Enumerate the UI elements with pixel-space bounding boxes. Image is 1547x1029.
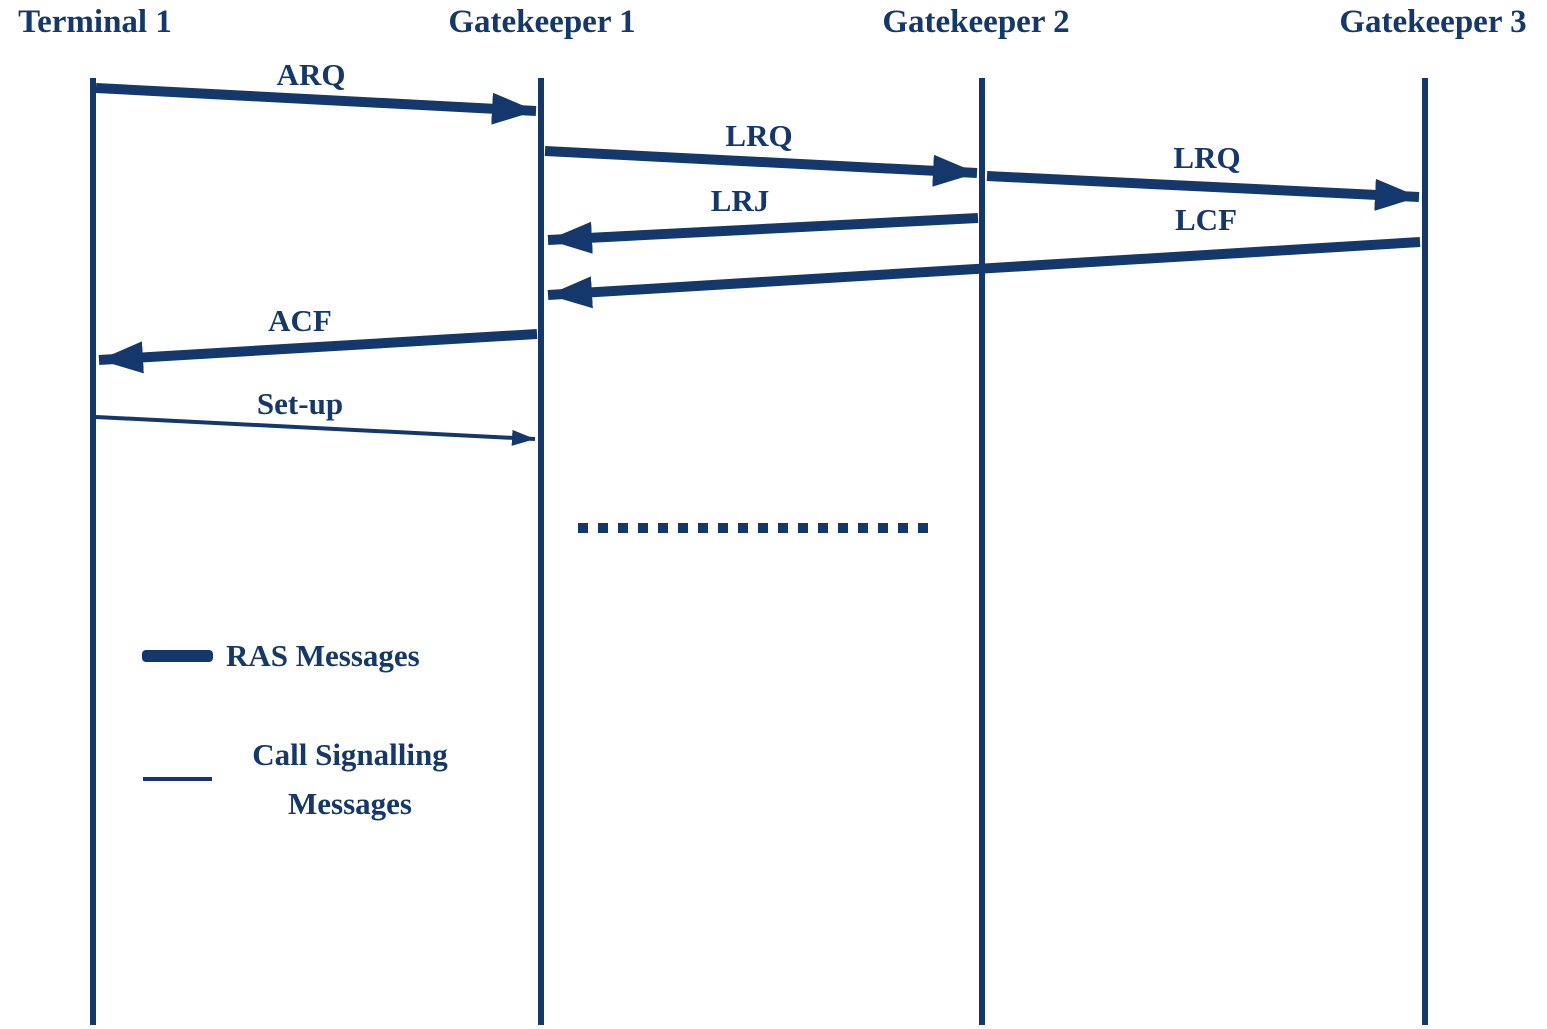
lifeline-label-gatekeeper-1: Gatekeeper 1 xyxy=(448,4,636,40)
message-arrows-group xyxy=(95,83,1421,446)
message-arrow-lrj-3 xyxy=(547,213,979,254)
legend-label-call-signalling: Call Signalling Messages xyxy=(224,730,476,828)
message-label-arq: ARQ xyxy=(276,57,346,92)
message-arrow-lrq-1 xyxy=(544,146,978,187)
message-arrow-set-up-6 xyxy=(95,415,536,446)
lifelines-group xyxy=(90,78,1428,1025)
message-label-acf: ACF xyxy=(268,303,332,338)
legend-label-ras: RAS Messages xyxy=(226,638,420,673)
lifeline-label-gatekeeper-3: Gatekeeper 3 xyxy=(1339,4,1527,40)
legend-item-call-signalling: Call Signalling Messages xyxy=(143,730,476,828)
legend-item-ras: RAS Messages xyxy=(142,637,420,674)
message-arrow-lcf-4 xyxy=(547,237,1421,309)
message-label-lrj: LRJ xyxy=(710,183,770,218)
message-label-lrq-2: LRQ xyxy=(1173,140,1241,175)
lifeline-label-gatekeeper-2: Gatekeeper 2 xyxy=(882,4,1070,40)
message-label-lcf: LCF xyxy=(1175,202,1237,237)
message-label-lrq-1: LRQ xyxy=(725,118,793,153)
lifeline-label-terminal-1: Terminal 1 xyxy=(18,4,172,40)
message-arrow-lrq-2 xyxy=(986,171,1420,211)
legend-label-call-signalling-line1: Call Signalling xyxy=(252,737,448,772)
ras-line-swatch xyxy=(142,649,213,662)
call-signalling-line-swatch xyxy=(143,777,212,781)
message-arrow-arq-0 xyxy=(95,83,537,125)
legend-label-call-signalling-line2: Messages xyxy=(288,786,412,821)
message-arrow-acf-5 xyxy=(98,329,538,374)
message-label-set-up: Set-up xyxy=(256,386,344,421)
